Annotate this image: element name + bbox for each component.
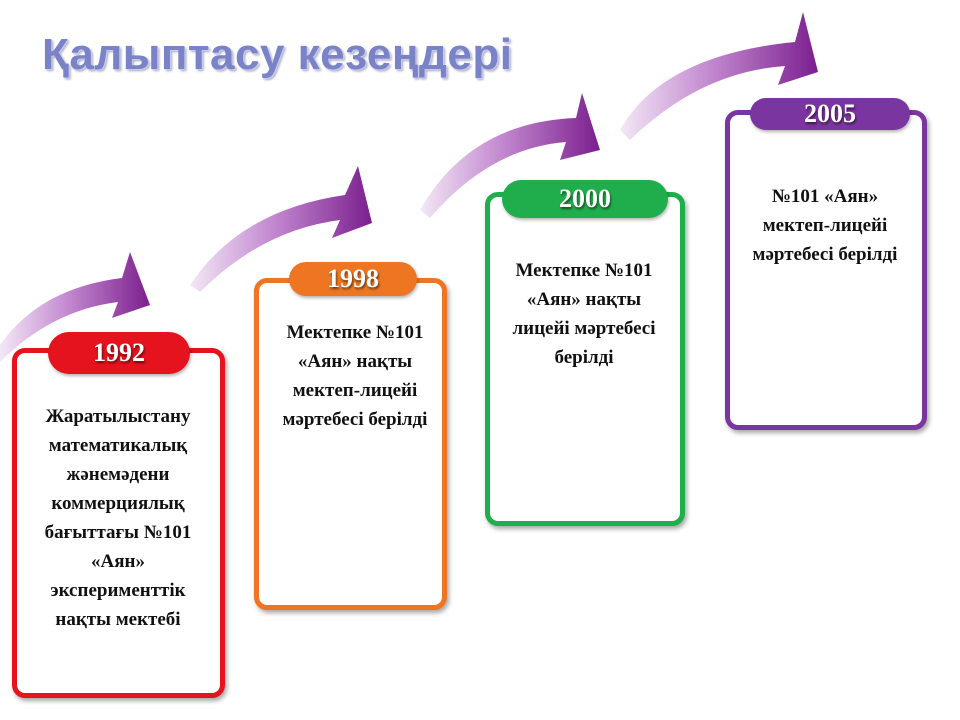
year-badge-2005: 2005 bbox=[750, 98, 910, 130]
curved-arrow-icon bbox=[190, 166, 372, 292]
year-badge-2000: 2000 bbox=[502, 180, 668, 218]
curved-arrow-icon bbox=[0, 252, 150, 362]
stage-card-2005 bbox=[725, 110, 927, 430]
stage-description-2005: №101 «Аян» мектеп-лицейі мәртебесі беріл… bbox=[752, 186, 898, 265]
year-badge-1998: 1998 bbox=[289, 262, 417, 296]
stage-description-1998: Мектепке №101 «Аян» нақты мектеп-лицейі … bbox=[282, 322, 428, 430]
stage-card-1998 bbox=[254, 278, 447, 610]
stage-description-1992: Жаратылыстану математикалық жәнемәдени к… bbox=[44, 406, 192, 630]
stage-card-2000 bbox=[485, 192, 685, 526]
stage-card-1992 bbox=[12, 348, 225, 698]
stage-description-2000: Мектепке №101 «Аян» нақты лицейі мәртебе… bbox=[512, 260, 656, 368]
curved-arrow-icon bbox=[620, 12, 818, 140]
curved-arrow-icon bbox=[420, 93, 600, 218]
page-title: Қалыптасу кезеңдері bbox=[42, 30, 513, 79]
year-badge-1992: 1992 bbox=[48, 332, 190, 374]
